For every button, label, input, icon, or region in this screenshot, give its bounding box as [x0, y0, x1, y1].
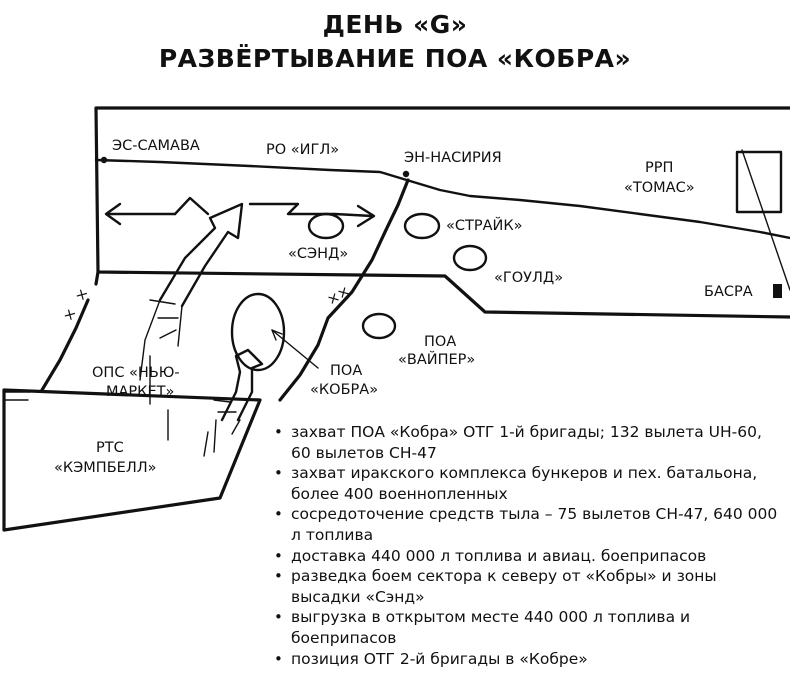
bullet-icon: •: [274, 423, 283, 441]
thomas-label-2: «ТОМАС»: [624, 180, 695, 196]
cobra-label-2: «КОБРА»: [310, 382, 378, 398]
thomas-line: [741, 149, 790, 291]
advance-arrow: [139, 202, 244, 381]
task-item: •доставка 440 000 л топлива и авиац. бое…: [274, 546, 707, 565]
nasiriya-boundary: [278, 178, 410, 402]
viper-circle: [361, 312, 397, 340]
task-item: •выгрузка в открытом месте 440 000 л топ…: [274, 608, 691, 647]
cobra-pointer: [271, 329, 319, 369]
cobra-approach-arrow: [203, 348, 264, 457]
title-line-1: ДЕНЬ «G»: [322, 10, 468, 39]
gould-label: «ГОУЛД»: [494, 270, 563, 286]
strike-circle: [403, 212, 441, 240]
cobra-area: [230, 292, 286, 372]
task-item: •захват ПОА «Кобра» ОТГ 1-й бригады; 132…: [274, 423, 762, 462]
nasiriya-label: ЭН-НАСИРИЯ: [404, 150, 502, 166]
bullet-icon: •: [274, 505, 283, 524]
title-block: ДЕНЬ «G» РАЗВЁРТЫВАНИЕ ПОА «КОБРА»: [0, 8, 790, 76]
newmarket-label-2: МАРКЕТ»: [106, 384, 174, 400]
cobra-label-1: ПОА: [330, 363, 362, 379]
nasiriya-dot: [402, 170, 410, 178]
thomas-area: [735, 150, 783, 214]
corridor-outline: [94, 106, 790, 319]
bullet-icon: •: [274, 649, 283, 668]
igl-label: РО «ИГЛ»: [266, 142, 339, 158]
newmarket-label-1: ОПС «НЬЮ-: [92, 365, 180, 381]
gould-circle: [452, 244, 488, 272]
strike-label: «СТРАЙК»: [446, 216, 523, 234]
campbell-label-2: «КЭМПБЕЛЛ»: [54, 460, 157, 476]
task-list: •захват ПОА «Кобра» ОТГ 1-й бригады; 132…: [270, 422, 785, 669]
boundary-marks: × × × ×: [60, 283, 353, 324]
viper-label-2: «ВАЙПЕР»: [398, 350, 475, 368]
recon-arrow: [104, 196, 376, 228]
bullet-icon: •: [274, 608, 283, 627]
sand-circle: [307, 212, 345, 240]
river-line: [94, 158, 790, 240]
task-item: •захват иракского комплекса бункеров и п…: [274, 464, 758, 503]
campbell-outline: [2, 388, 262, 532]
viper-label-1: ПОА: [424, 334, 456, 350]
task-item: •сосредоточение средств тыла – 75 вылето…: [274, 505, 778, 544]
campbell-frame: [3, 391, 31, 401]
svg-text:×: ×: [72, 286, 92, 305]
task-item: •разведка боем сектора к северу от «Кобр…: [274, 567, 717, 606]
task-item: •позиция ОТГ 2-й бригады в «Кобре»: [274, 649, 588, 668]
bullet-icon: •: [274, 464, 283, 483]
thomas-label-1: РРП: [645, 160, 673, 176]
samawa-dot: [100, 156, 108, 164]
lower-sector-boundary: [40, 270, 100, 392]
title-line-2: РАЗВЁРТЫВАНИЕ ПОА «КОБРА»: [158, 44, 632, 73]
campbell-label-1: РТС: [96, 440, 124, 456]
bullet-icon: •: [274, 546, 283, 565]
sand-label: «СЭНД»: [288, 246, 348, 262]
samawa-label: ЭС-САМАВА: [112, 138, 200, 154]
basra-label: БАСРА: [704, 284, 753, 300]
bullet-icon: •: [274, 567, 283, 586]
basra-marker: [773, 284, 782, 298]
